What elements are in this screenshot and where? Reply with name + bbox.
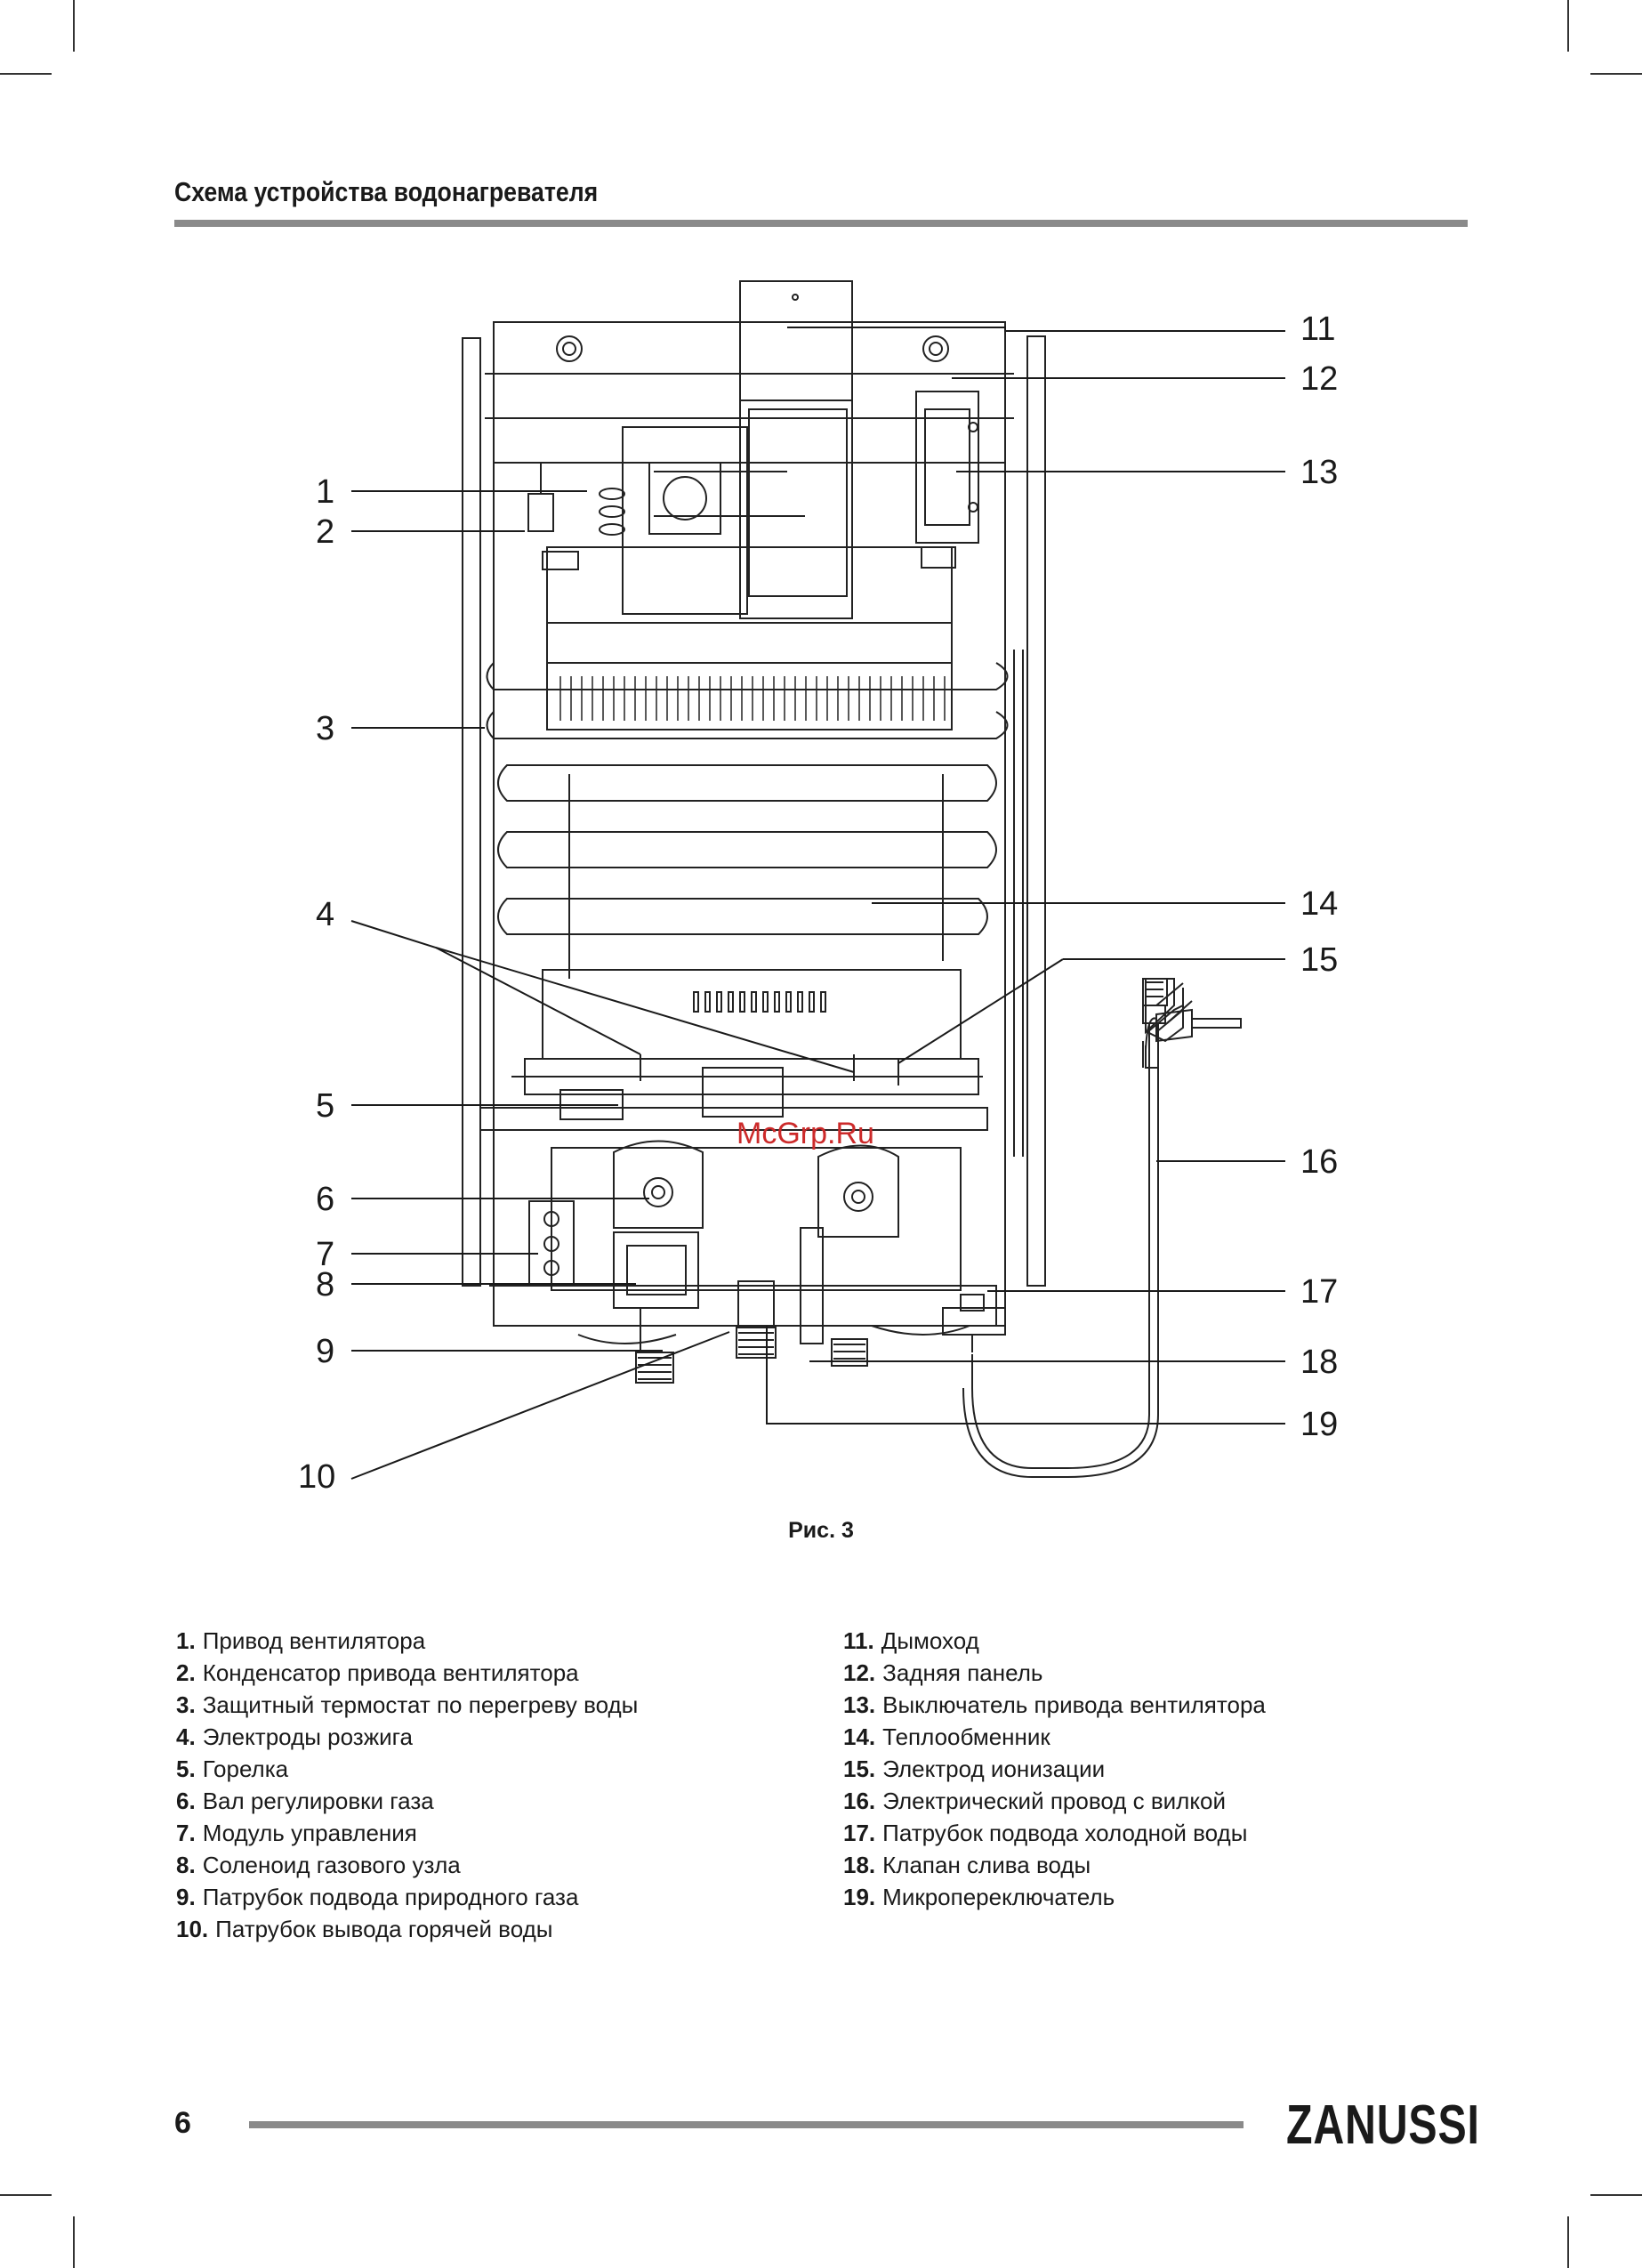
legend-right: 11.Дымоход 12.Задняя панель 13.Выключате… — [843, 1625, 1266, 1913]
crop-mark — [1590, 2194, 1642, 2196]
legend-item: 17.Патрубок подвода холодной воды — [843, 1820, 1248, 1846]
watermark: McGrp.Ru — [736, 1117, 874, 1150]
callout-label-7: 7 — [316, 1236, 334, 1273]
callout-label-2: 2 — [316, 513, 334, 551]
legend-item: 14.Теплообменник — [843, 1723, 1050, 1750]
legend-item: 8.Соленоид газового узла — [176, 1852, 461, 1878]
callout-label-16: 16 — [1300, 1143, 1338, 1181]
burner-vents — [693, 991, 826, 1013]
callout-label-6: 6 — [316, 1181, 334, 1218]
footer-rule — [249, 2121, 1244, 2128]
callout-label-17: 17 — [1300, 1273, 1338, 1311]
brand-logo: ZANUSSI — [1286, 2094, 1480, 2156]
crop-mark — [1590, 73, 1642, 75]
callout-line-15 — [897, 958, 1064, 1064]
callout-line-11 — [787, 327, 1285, 332]
legend-item: 12.Задняя панель — [843, 1659, 1043, 1686]
legend-item: 5.Горелка — [176, 1755, 289, 1782]
callout-label-19: 19 — [1300, 1406, 1338, 1443]
callout-label-18: 18 — [1300, 1344, 1338, 1381]
crop-mark — [73, 2216, 75, 2268]
legend-item: 13.Выключатель привода вентилятора — [843, 1691, 1266, 1718]
legend-item: 19.Микропереключатель — [843, 1884, 1115, 1910]
callout-label-4: 4 — [316, 896, 334, 933]
crop-mark — [73, 0, 75, 52]
callout-line-19 — [766, 1326, 1285, 1425]
legend-item: 10.Патрубок вывода горячей воды — [176, 1916, 553, 1942]
legend-item: 2.Конденсатор привода вентилятора — [176, 1659, 579, 1686]
legend-item: 3.Защитный термостат по перегреву воды — [176, 1691, 639, 1718]
crop-mark — [0, 2194, 52, 2196]
callout-label-1: 1 — [316, 473, 334, 511]
callout-label-12: 12 — [1300, 360, 1338, 398]
legend-item: 1.Привод вентилятора — [176, 1627, 426, 1654]
callout-line-4 — [435, 947, 855, 1073]
figure-caption: Рис. 3 — [788, 1518, 854, 1543]
callout-label-11: 11 — [1300, 311, 1335, 348]
page-title: Схема устройства водонагревателя — [174, 176, 599, 207]
callout-line-4 — [350, 920, 641, 1055]
page-number: 6 — [174, 2106, 191, 2140]
crop-mark — [1567, 2216, 1569, 2268]
callout-lines — [350, 327, 1285, 1480]
callout-label-3: 3 — [316, 710, 334, 747]
legend-item: 6.Вал регулировки газа — [176, 1788, 434, 1814]
legend-left: 1.Привод вентилятора 2.Конденсатор приво… — [176, 1625, 638, 1945]
heater-drawing — [462, 280, 1242, 1478]
callout-label-13: 13 — [1300, 454, 1338, 491]
callout-label-15: 15 — [1300, 941, 1338, 979]
callout-line-10 — [350, 1331, 730, 1480]
title-rule — [174, 220, 1468, 227]
callout-label-5: 5 — [316, 1087, 334, 1125]
callout-label-14: 14 — [1300, 885, 1338, 923]
legend-item: 18.Клапан слива воды — [843, 1852, 1091, 1878]
crop-mark — [1567, 0, 1569, 52]
legend-item: 7.Модуль управления — [176, 1820, 417, 1846]
legend-item: 15.Электрод ионизации — [843, 1755, 1106, 1782]
legend-item: 9.Патрубок подвода природного газа — [176, 1884, 579, 1910]
legend-item: 4.Электроды розжига — [176, 1723, 413, 1750]
legend-item: 11.Дымоход — [843, 1627, 979, 1654]
callout-label-10: 10 — [298, 1458, 335, 1496]
crop-mark — [0, 73, 52, 75]
legend-item: 16.Электрический провод с вилкой — [843, 1788, 1227, 1814]
callout-label-8: 8 — [316, 1266, 334, 1303]
heat-exchanger-fins — [559, 676, 946, 721]
callout-label-9: 9 — [316, 1333, 334, 1370]
